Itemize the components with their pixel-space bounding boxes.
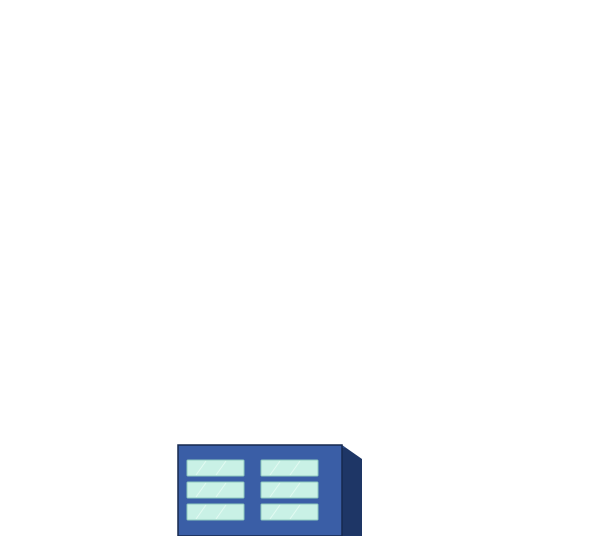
building-side [342,445,362,536]
window-grid [186,459,319,521]
window [186,459,245,477]
window-highlights [195,460,301,520]
window [186,481,245,499]
window [260,481,319,499]
building-graphic [177,444,362,536]
window [260,503,319,521]
building-icon [176,444,364,536]
window [186,503,245,521]
window [260,459,319,477]
